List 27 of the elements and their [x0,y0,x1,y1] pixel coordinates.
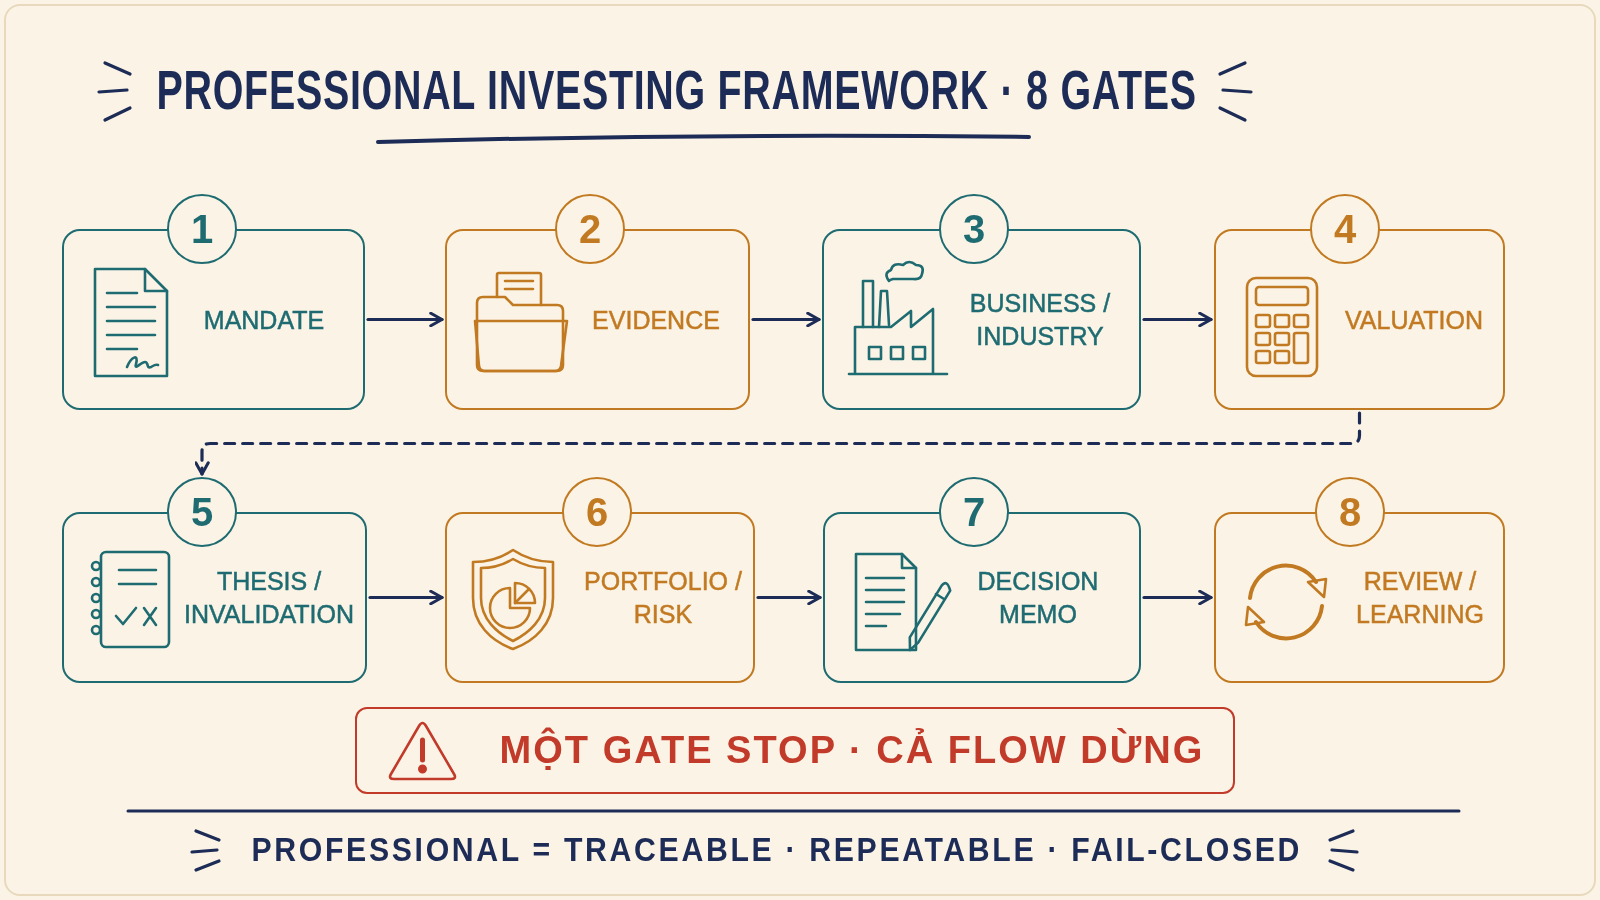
arrow [1142,589,1213,606]
gate-label: REVIEW / LEARNING [1355,565,1485,630]
gate-label: DECISION MEMO [976,565,1100,630]
tagline: PROFESSIONAL = TRACEABLE · REPEATABLE · FAIL-CLOSED [251,829,1303,869]
gate-label: VALUATION [1344,304,1484,335]
arrow [751,311,821,328]
step-number: 2 [555,194,625,264]
arrow [1142,311,1213,328]
step-number: 1 [167,194,237,264]
dashed-arrow [194,411,1362,476]
gate-label: THESIS / INVALIDATION [183,565,355,630]
step-number: 5 [167,477,237,547]
gate-label: BUSINESS / INDUSTRY [968,287,1112,352]
step-number: 4 [1310,194,1380,264]
title: PROFESSIONAL INVESTING FRAMEWORK · 8 GATES [156,58,1197,123]
warning-banner [355,707,1235,794]
step-number: 8 [1315,477,1385,547]
gate-label: PORTFOLIO / RISK [583,565,743,630]
arrow [366,311,444,328]
gate-label: EVIDENCE [591,304,721,335]
step-number: 6 [562,477,632,547]
step-number: 7 [939,477,1009,547]
warning-text: MỘT GATE STOP · CẢ FLOW DỪNG [499,728,1205,773]
arrow [368,589,444,606]
gate-label: MANDATE [202,304,326,335]
arrow [756,589,822,606]
step-number: 3 [939,194,1009,264]
